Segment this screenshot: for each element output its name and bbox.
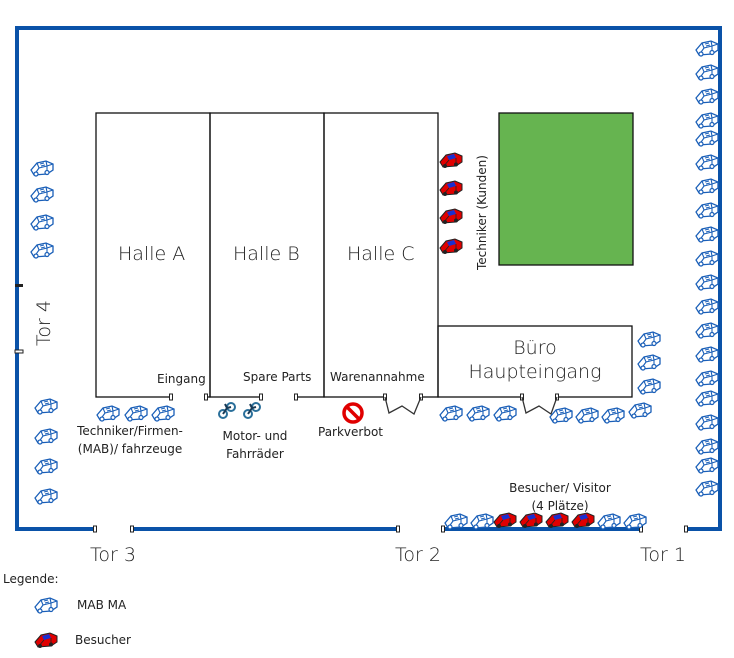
buero-line1: Büro [513,337,557,359]
mab-car-icon [695,346,719,363]
visitor-car-icon [439,238,463,255]
eingang-label: Eingang [157,372,206,386]
mab-car-icon [466,405,490,422]
mab-car-icon [34,488,58,505]
besucher-line2: (4 Plätze) [531,499,589,513]
techniker-firmen-line2: (MAB)/ fahrzeuge [77,442,183,456]
mab-car-icon [549,407,573,424]
mab-car-icon [695,226,719,243]
mab-car-icon [601,407,625,424]
techniker-kunden-label: Techniker (Kunden) [475,155,489,270]
mab-car-icon [695,390,719,407]
mab-car-icon [151,405,175,422]
mab-car-icon [695,438,719,455]
mab-car-icon [30,186,54,203]
spare-parts-label: Spare Parts [243,370,312,384]
visitor-car-icon [439,208,463,225]
mab-car-icon [30,160,54,177]
mab-car-icon [575,407,599,424]
tor3-label: Tor 3 [90,544,136,566]
mab-car-icon [637,354,661,371]
bike-icons [218,402,261,419]
legend-title: Legende: [3,572,59,586]
legend-mab-label: MAB MA [77,598,127,612]
tor2-label: Tor 2 [395,544,441,566]
mab-car-icon [695,250,719,267]
visitor-car-icon [545,512,569,529]
besucher-area-label: Besucher/ Visitor (4 Plätze) [490,479,630,515]
mab-car-icon [695,178,719,195]
halle-c-label: Halle C [347,243,415,265]
mab-car-icon [695,88,719,105]
door-gaps [169,393,559,416]
buero-line2: Haupteingang [468,361,602,383]
mab-car-icon [597,513,621,530]
mab-car-icon [34,398,58,415]
mab-car-icon [695,480,719,497]
mab-car-icon [34,428,58,445]
mab-car-icon [695,112,719,129]
tor4-label: Tor 4 [33,300,55,346]
green-area [498,112,634,266]
motor-line1: Motor- und [222,429,288,443]
mab-car-icon [637,378,661,395]
mab-car-icon [695,130,719,147]
mab-car-icon [628,402,652,419]
buero-label: Büro Haupteingang [438,336,632,384]
mab-car-icon [493,405,517,422]
mab-car-icon [34,597,58,614]
warenannahme-label: Warenannahme [330,370,425,384]
techniker-firmen-line1: Techniker/Firmen- [77,424,183,438]
mab-car-icon [444,513,468,530]
tor1-label: Tor 1 [640,544,686,566]
mab-car-icon [695,457,719,474]
mab-car-icon [470,513,494,530]
visitor-car-icon [34,632,58,649]
motor-label: Motor- und Fahrräder [205,427,305,463]
techniker-firmen-label: Techniker/Firmen- (MAB)/ fahrzeuge [60,422,200,458]
visitor-car-icon [439,152,463,169]
besucher-line1: Besucher/ Visitor [509,481,611,495]
mab-car-icon [96,405,120,422]
mab-car-icon [439,405,463,422]
motor-line2: Fahrräder [226,447,284,461]
mab-car-icon [124,405,148,422]
gate-posts [14,284,688,533]
mab-car-icon [30,242,54,259]
halle-b-label: Halle B [233,243,300,265]
visitor-car-icon [493,512,517,529]
mab-car-icon [695,64,719,81]
mab-car-icon [637,331,661,348]
mab-car-icon [695,274,719,291]
mab-car-icon [695,40,719,57]
mab-car-icon [695,298,719,315]
parkverbot-label: Parkverbot [318,425,384,439]
visitor-car-icon [439,180,463,197]
visitor-car-icon [571,512,595,529]
mab-car-icon [30,214,54,231]
mab-car-icon [695,370,719,387]
no-parking-icon [342,402,364,424]
halle-a-label: Halle A [118,243,186,265]
mab-car-icon [34,458,58,475]
mab-car-icon [695,202,719,219]
legend-besucher-label: Besucher [75,633,131,647]
visitor-car-icon [519,512,543,529]
mab-car-icon [695,414,719,431]
mab-car-icon [695,154,719,171]
mab-car-icon [695,322,719,339]
